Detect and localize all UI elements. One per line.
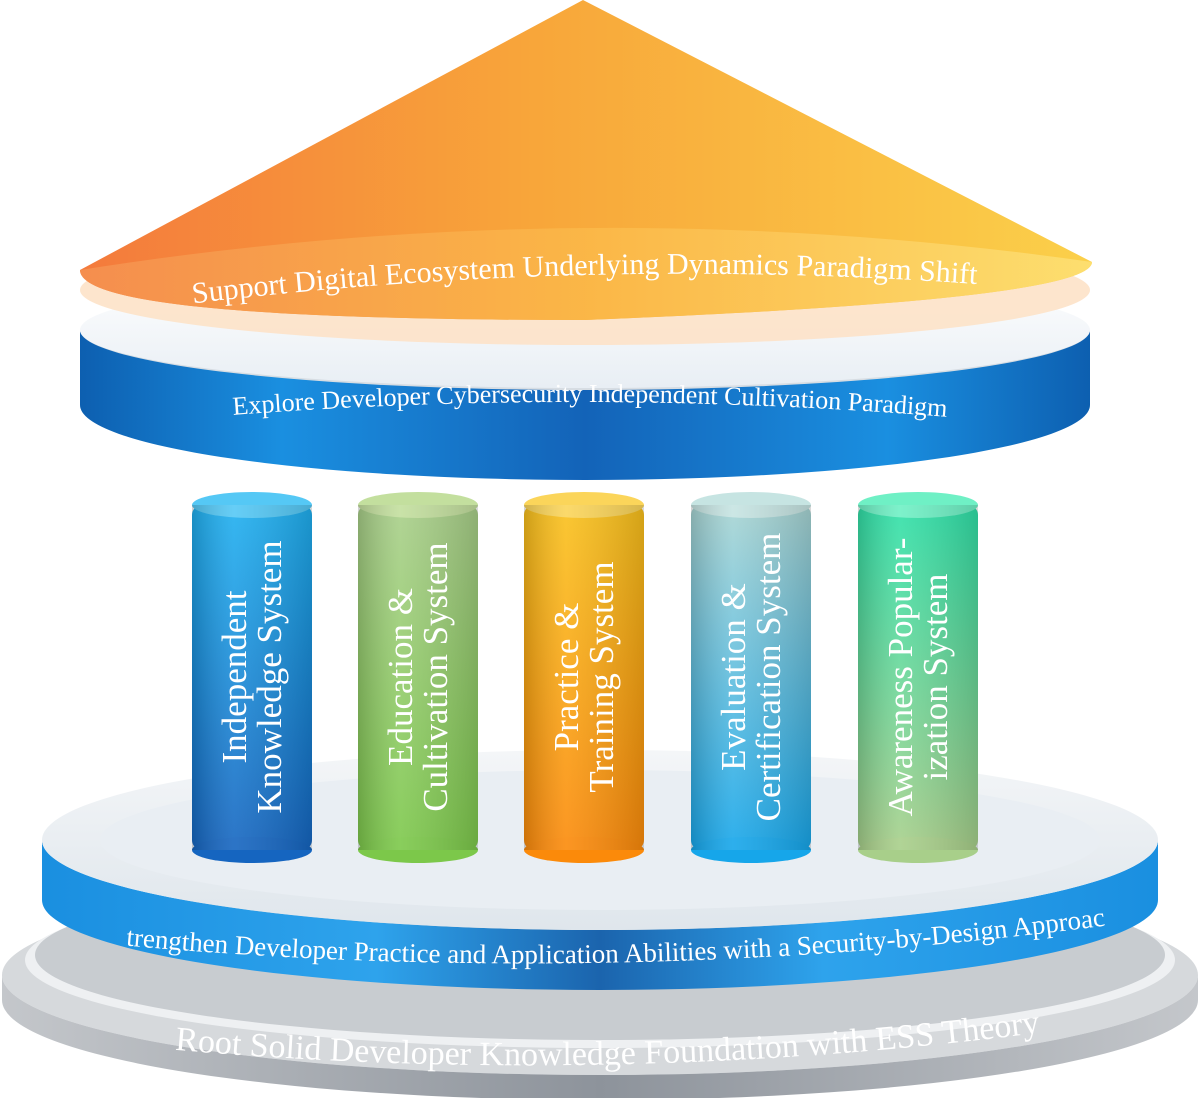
pillar-label-independent-knowledge: Independent Knowledge System bbox=[215, 502, 289, 852]
pillar-2-line-1: Education & bbox=[381, 588, 420, 766]
pillar-independent-knowledge bbox=[192, 492, 312, 863]
pillar-label-practice-training: Practice & Training System bbox=[547, 502, 621, 852]
pillar-label-education-cultivation: Education & Cultivation System bbox=[381, 502, 455, 852]
pillar-4-line-1: Evaluation & bbox=[714, 583, 753, 771]
pillars bbox=[192, 492, 978, 863]
pillar-1-line-1: Independent bbox=[215, 590, 254, 764]
pillar-5-line-1: Awareness Popular- bbox=[881, 537, 920, 817]
pillar-education-cultivation bbox=[358, 492, 478, 863]
pillar-1-line-2: Knowledge System bbox=[250, 540, 289, 814]
pillar-4-line-2: Certification System bbox=[749, 532, 788, 822]
pillar-5-line-2: ization System bbox=[916, 573, 955, 781]
pillar-practice-training bbox=[524, 492, 644, 863]
pillar-awareness-popularization bbox=[858, 492, 978, 863]
pillar-evaluation-certification bbox=[691, 492, 811, 863]
pillar-label-awareness-popularization: Awareness Popular- ization System bbox=[881, 502, 955, 852]
roof-cone: Support Digital Ecosystem Underlying Dyn… bbox=[80, 0, 1092, 345]
pillar-3-line-2: Training System bbox=[582, 561, 621, 793]
pillar-3-line-1: Practice & bbox=[547, 602, 586, 752]
pillar-2-line-2: Cultivation System bbox=[416, 542, 455, 812]
pillar-label-evaluation-certification: Evaluation & Certification System bbox=[714, 502, 788, 852]
